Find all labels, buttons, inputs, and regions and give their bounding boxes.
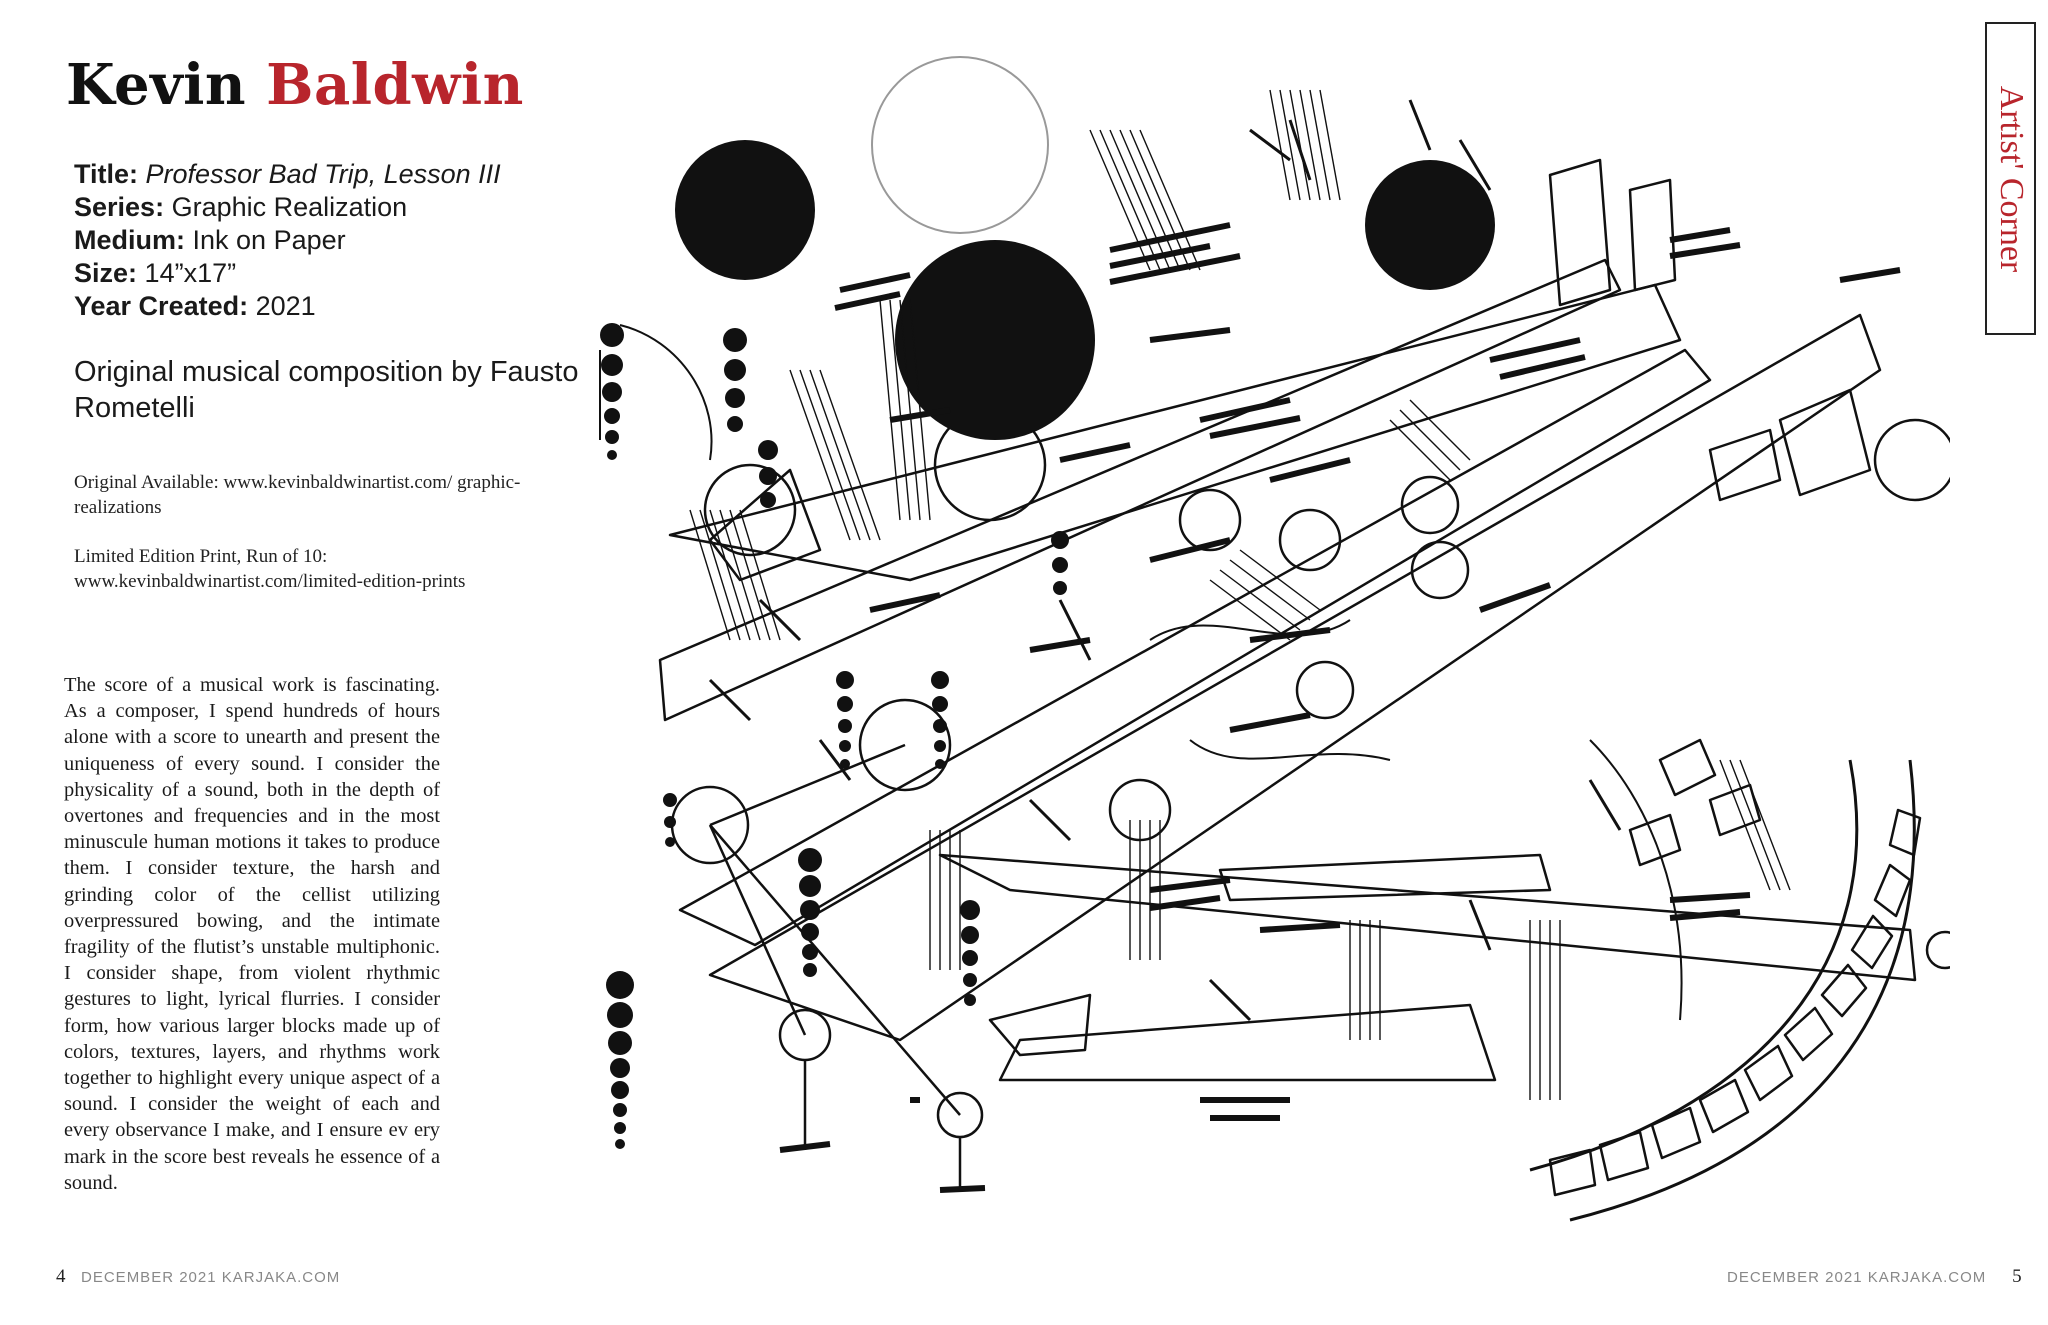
wedge-shape <box>668 283 1682 582</box>
footer-right-text: DECEMBER 2021 KARJAKA.COM <box>1727 1269 1987 1286</box>
detail-title: Title: Professor Bad Trip, Lesson III <box>74 159 501 189</box>
detail-series-value: Graphic Realization <box>171 192 408 222</box>
detail-title-value: Professor Bad Trip, Lesson III <box>145 159 501 189</box>
detail-year-value: 2021 <box>255 291 316 321</box>
outline-circle <box>1925 930 1950 970</box>
limited-print-link[interactable]: Limited Edition Print, Run of 10: www.ke… <box>74 546 466 592</box>
outline-circle <box>1410 540 1470 600</box>
outline-circle <box>1295 660 1355 720</box>
page-number-left: 4 <box>56 1266 66 1287</box>
outline-circle <box>1873 418 1950 502</box>
outline-circle <box>1178 488 1242 552</box>
outline-circle <box>871 56 1049 234</box>
wedge-shape <box>658 258 1622 722</box>
detail-medium: Medium: Ink on Paper <box>74 225 346 255</box>
artist-statement: The score of a musical work is fascinati… <box>64 674 440 1194</box>
artwork-graphic-score <box>599 56 1950 1222</box>
availability-links: Original Available: www.kevinbaldwinarti… <box>74 470 594 618</box>
wedge-shape <box>938 853 1917 982</box>
black-disc <box>1365 160 1495 290</box>
detail-medium-value: Ink on Paper <box>192 225 346 255</box>
section-label: Artist' Corner <box>1992 85 2030 272</box>
footer-left: 4 DECEMBER 2021 KARJAKA.COM <box>56 1266 340 1288</box>
outline-circle <box>703 463 797 557</box>
detail-size: Size: 14”x17” <box>74 258 237 288</box>
original-available-link[interactable]: Original Available: www.kevinbaldwinarti… <box>74 472 521 518</box>
wedge-shape <box>988 993 1092 1057</box>
wedge-shape <box>708 313 1882 1042</box>
page-number-right: 5 <box>2012 1266 2022 1287</box>
wedge-shape <box>678 348 1712 947</box>
artwork-details: Title: Professor Bad Trip, Lesson III Se… <box>74 158 501 323</box>
footer-right: DECEMBER 2021 KARJAKA.COM 5 <box>1727 1266 2022 1288</box>
footer-left-text: DECEMBER 2021 KARJAKA.COM <box>81 1269 341 1286</box>
outline-circle <box>1278 508 1342 572</box>
section-tab: Artist' Corner <box>1985 22 2036 335</box>
wedge-shape <box>1218 853 1552 902</box>
artist-first-name: Kevin <box>66 52 247 118</box>
detail-size-value: 14”x17” <box>144 258 237 288</box>
outline-circle <box>858 698 952 792</box>
wedge-shape <box>998 1003 1497 1082</box>
detail-year: Year Created: 2021 <box>74 291 316 321</box>
black-disc <box>895 240 1095 440</box>
outline-circle <box>1400 475 1460 535</box>
composition-credit: Original musical composition by Fausto R… <box>74 356 579 424</box>
artist-name: Kevin Baldwin <box>66 52 524 118</box>
wedge-shape <box>708 468 822 582</box>
artist-last-name: Baldwin <box>266 52 524 118</box>
black-disc <box>675 140 815 280</box>
detail-series: Series: Graphic Realization <box>74 192 408 222</box>
